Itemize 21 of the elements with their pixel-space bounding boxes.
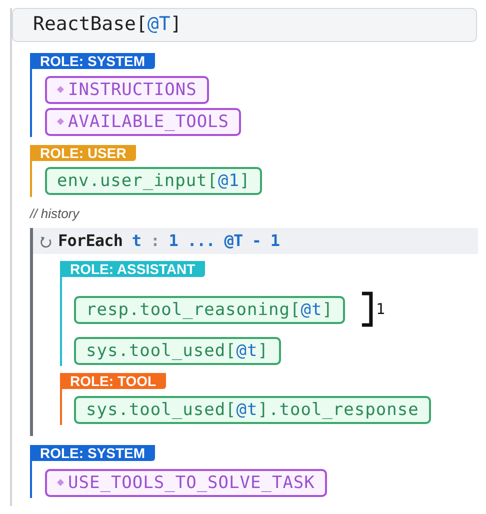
loop-block: [30, 228, 478, 436]
callout-number: 1: [376, 300, 385, 318]
role-tag: ROLE: SYSTEM: [30, 53, 156, 69]
variable-chip: sys.tool_used[@t]: [74, 337, 281, 365]
role-tag: ROLE: SYSTEM: [30, 445, 156, 461]
constant-chip: [45, 469, 327, 497]
role-tag: ROLE: TOOL: [60, 373, 166, 389]
comment-text: // history: [30, 206, 80, 221]
variable-chip: env.user_input[@1]: [45, 167, 262, 195]
variable-chip: sys.tool_used[@t].tool_response: [74, 396, 431, 424]
constant-chip: [45, 76, 209, 104]
loop-label: ForEach t : 1 ... @T - 1: [58, 230, 280, 252]
constant-chip: [45, 108, 242, 136]
variable-chip: resp.tool_reasoning[@t]: [74, 296, 345, 324]
constant-label: USE_TOOLS_TO_SOLVE_TASK: [68, 473, 315, 493]
constant-label: INSTRUCTIONS: [68, 80, 197, 100]
title-bar: ReactBase[@T]: [12, 8, 477, 42]
role-tag: ROLE: USER: [30, 145, 136, 161]
template-block: [10, 8, 478, 506]
role-tag: ROLE: ASSISTANT: [60, 261, 206, 277]
constant-label: AVAILABLE_TOOLS: [68, 112, 230, 132]
